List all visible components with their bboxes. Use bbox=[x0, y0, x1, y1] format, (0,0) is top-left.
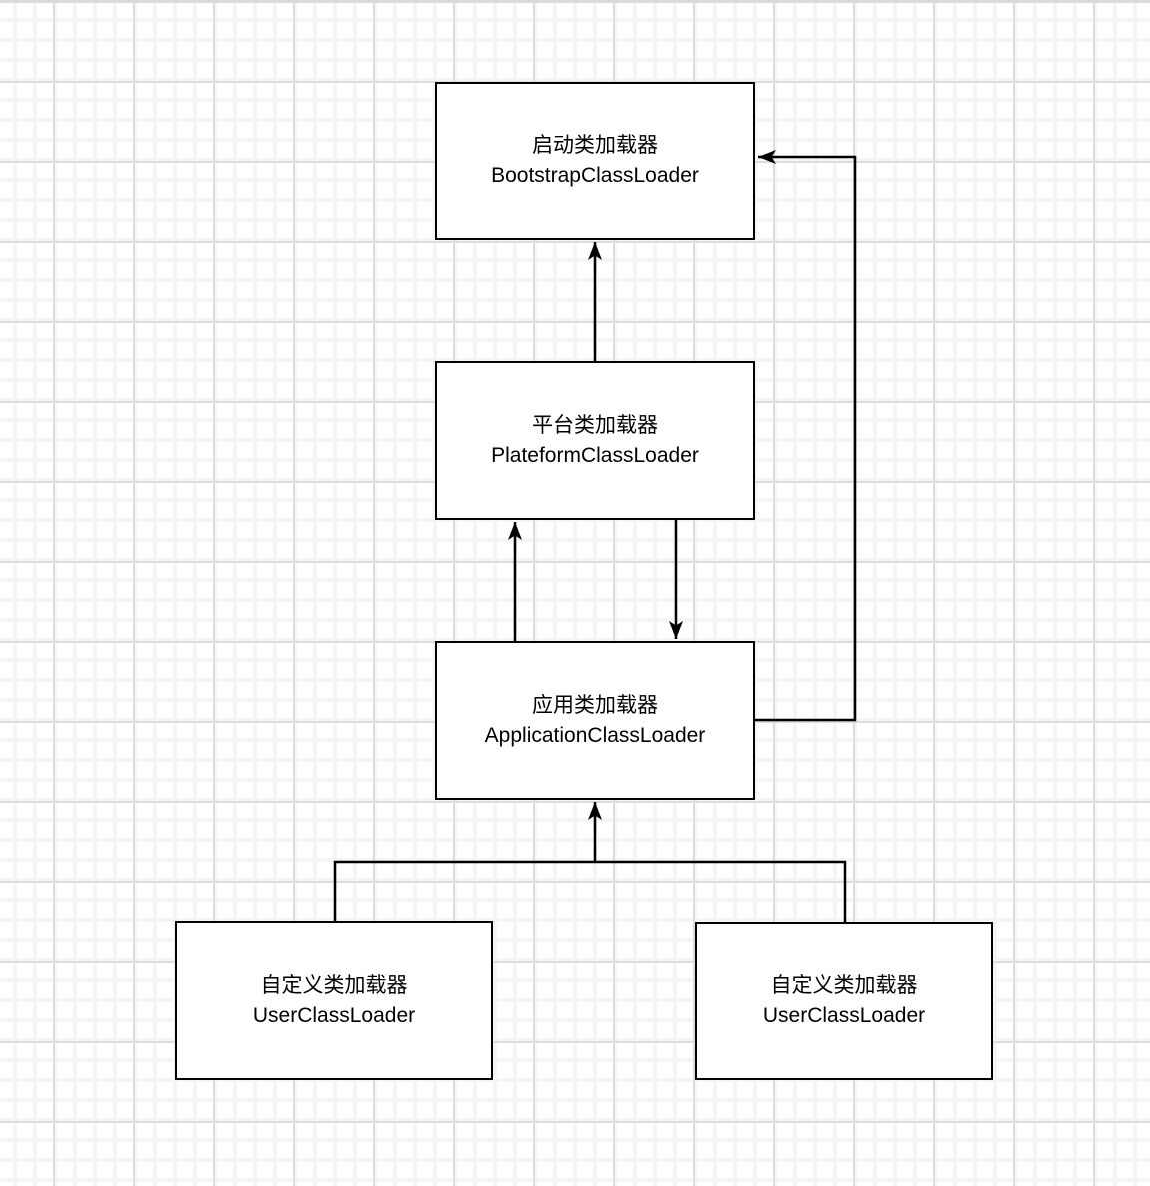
node-label-zh: 启动类加载器 bbox=[532, 134, 658, 157]
node-label-zh: 自定义类加载器 bbox=[770, 974, 918, 997]
node-label-zh: 应用类加载器 bbox=[532, 693, 658, 717]
connector-user-loaders-tree bbox=[333, 860, 847, 922]
window-top-edge bbox=[0, 0, 1150, 2]
node-platform-classloader: 平台类加载器 PlateformClassLoader bbox=[435, 361, 755, 520]
node-user-classloader-right: 自定义类加载器 UserClassLoader bbox=[695, 922, 993, 1080]
node-label-en: UserClassLoader bbox=[252, 1003, 416, 1027]
arrow-application-to-bootstrap-loop bbox=[755, 150, 857, 722]
node-label-en: UserClassLoader bbox=[762, 1004, 926, 1027]
node-label-en: PlateformClassLoader bbox=[491, 443, 699, 467]
node-label-en: ApplicationClassLoader bbox=[484, 723, 706, 747]
node-user-classloader-left: 自定义类加载器 UserClassLoader bbox=[175, 921, 493, 1080]
node-application-classloader: 应用类加载器 ApplicationClassLoader bbox=[435, 641, 755, 800]
node-label-zh: 平台类加载器 bbox=[532, 413, 658, 437]
node-label-zh: 自定义类加载器 bbox=[260, 973, 408, 997]
node-label-en: BootstrapClassLoader bbox=[491, 164, 699, 187]
node-bootstrap-classloader: 启动类加载器 BootstrapClassLoader bbox=[435, 82, 755, 240]
